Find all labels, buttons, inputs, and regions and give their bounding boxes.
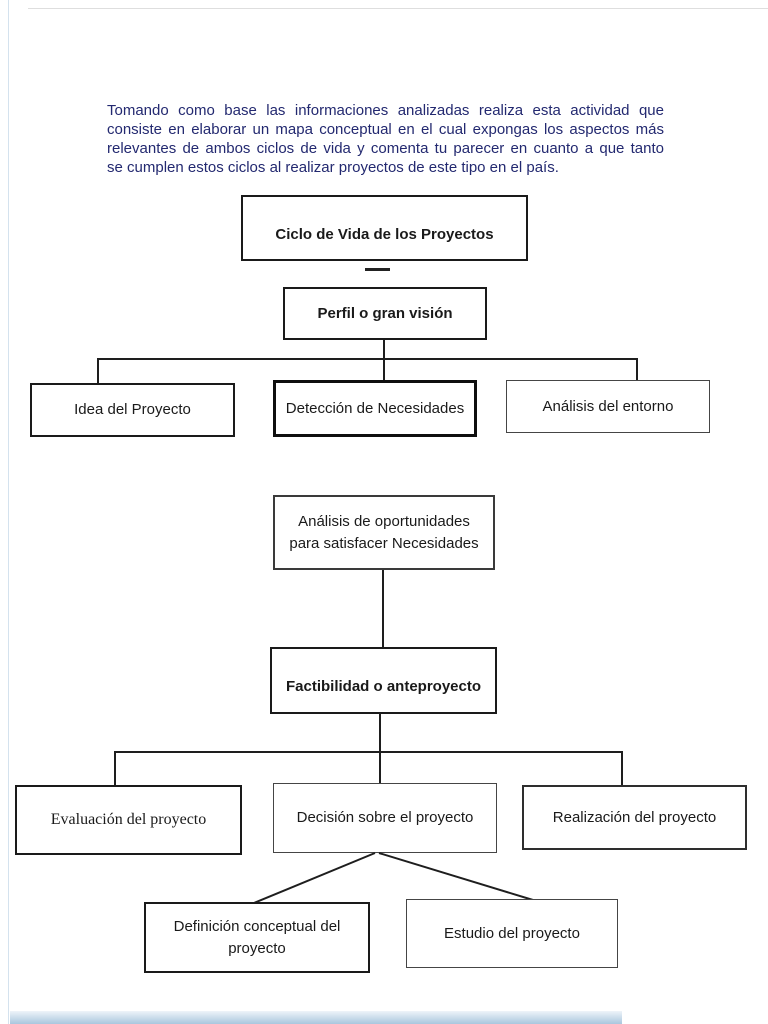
node-label: Estudio del proyecto [444,924,580,942]
node-label: Decisión sobre el proyecto [296,809,474,826]
intro-line: consiste en elaborar un mapa conceptual … [107,121,664,138]
connector-level1-horizontal [97,358,638,360]
bottom-scan-bar-artifact [10,1011,622,1024]
intro-line: se cumplen estos ciclos al realizar proy… [107,159,559,176]
node-label: Idea del Proyecto [74,401,191,418]
node-label: Ciclo de Vida de los Proyectos [275,226,494,243]
node-decision-sobre-el-proyecto: Decisión sobre el proyecto [273,783,497,853]
intro-line: relevantes de ambos ciclos de vida y com… [107,140,664,157]
node-realizacion-del-proyecto: Realización del proyecto [522,785,747,850]
page-top-edge-artifact [28,8,768,9]
node-evaluacion-del-proyecto: Evaluación del proyecto [15,785,242,855]
node-estudio-del-proyecto: Estudio del proyecto [406,899,618,968]
node-label: Detección de Necesidades [285,399,465,417]
node-idea-del-proyecto: Idea del Proyecto [30,383,235,437]
node-label: Realización del proyecto [552,808,717,826]
connector-to-idea [97,360,99,383]
connector-dash [365,268,390,271]
node-definicion-conceptual: Definición conceptual del proyecto [144,902,370,973]
connector-diagonals [253,852,534,904]
intro-line: Tomando como base las informaciones anal… [107,102,664,119]
node-factibilidad-o-anteproyecto: Factibilidad o anteproyecto [270,647,497,714]
connector-oportunidades-factibilidad [382,570,384,648]
node-label: Análisis del entorno [542,397,674,415]
connector-to-realizacion [621,753,623,785]
node-analisis-del-entorno: Análisis del entorno [506,380,710,433]
connector-to-decision [379,753,381,783]
node-label: Evaluación del proyecto [50,811,207,828]
connector-level4-horizontal [114,751,623,753]
node-deteccion-de-necesidades: Detección de Necesidades [273,380,477,437]
intro-paragraph: Tomando como base las informaciones anal… [107,101,664,177]
node-ciclo-de-vida: Ciclo de Vida de los Proyectos [241,195,528,261]
node-label: Factibilidad o anteproyecto [285,677,482,695]
connector-factibilidad-down [379,713,381,753]
connector-perfil-down [383,340,385,380]
node-label: Perfil o gran visión [317,304,453,322]
connector-to-evaluacion [114,753,116,785]
connector-to-entorno [636,360,638,380]
node-analisis-de-oportunidades: Análisis de oportunidades para satisface… [273,495,495,570]
node-label: Análisis de oportunidades para satisface… [289,512,479,552]
node-label: Definición conceptual del proyecto [173,917,341,957]
node-perfil-o-gran-vision: Perfil o gran visión [283,287,487,340]
page-left-edge-artifact [8,0,9,1024]
